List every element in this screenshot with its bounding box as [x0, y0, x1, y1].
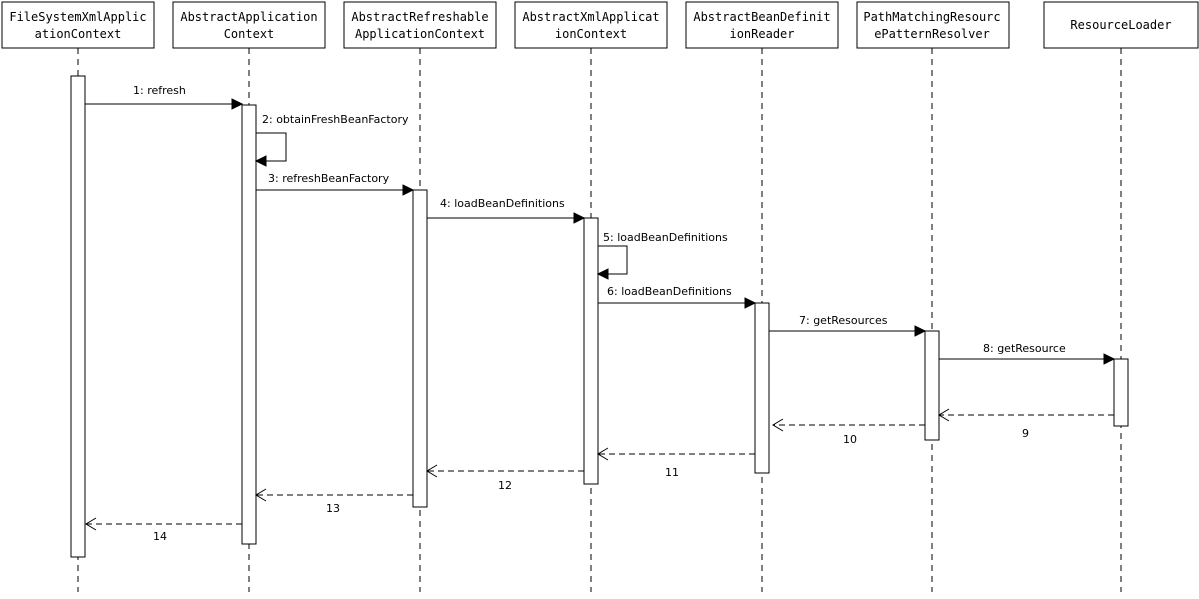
lifeline-abdr: AbstractBeanDefinit ionReader	[685, 1, 839, 592]
message-label: 3: refreshBeanFactory	[268, 172, 390, 185]
open-arrowhead	[255, 488, 267, 502]
arrowhead	[254, 155, 267, 167]
arrowhead	[573, 212, 586, 224]
open-arrowhead	[938, 408, 950, 422]
participant-title-line: AbstractXmlApplicat	[522, 10, 659, 24]
message-label: 13	[326, 502, 340, 515]
message-label: 4: loadBeanDefinitions	[440, 197, 565, 210]
self-call-line	[598, 245, 628, 275]
message-m7: 7: getResources	[769, 314, 927, 337]
activation-bar-axac	[583, 217, 599, 485]
message-m1: 1: refresh	[85, 84, 244, 110]
message-m8: 8: getResource	[939, 342, 1116, 365]
arrowhead	[402, 184, 415, 196]
message-label: 11	[665, 466, 679, 479]
participant-box	[856, 1, 1010, 49]
open-arrowhead	[772, 418, 784, 432]
arrowhead	[744, 297, 757, 309]
activation-bar-fsxac	[70, 75, 86, 558]
message-m2: 2: obtainFreshBeanFactory	[254, 113, 409, 167]
participant-title-line: AbstractApplication	[180, 10, 317, 24]
message-label: 5: loadBeanDefinitions	[603, 231, 728, 244]
participant-title-line: Context	[224, 27, 275, 41]
self-call-line	[256, 132, 287, 162]
message-m13: 13	[255, 488, 413, 515]
message-m5: 5: loadBeanDefinitions	[596, 231, 728, 280]
message-label: 14	[153, 530, 167, 543]
participant-title-line: FileSystemXmlApplic	[9, 10, 146, 24]
participant-box	[514, 1, 668, 49]
participant-title-line: ApplicationContext	[355, 27, 485, 41]
activation-bar-rl	[1113, 358, 1129, 427]
participant-title-line: AbstractRefreshable	[351, 10, 488, 24]
activation-bar-pmrpr	[924, 330, 940, 441]
lifeline-axac: AbstractXmlApplicat ionContext	[514, 1, 668, 592]
participant-title-line: ationContext	[35, 27, 122, 41]
message-label: 2: obtainFreshBeanFactory	[262, 113, 409, 126]
participant-box	[1043, 1, 1199, 49]
arrowhead	[596, 268, 609, 280]
lifeline-pmrpr: PathMatchingResourc ePatternResolver	[856, 1, 1010, 592]
open-arrowhead	[85, 517, 97, 531]
message-label: 1: refresh	[133, 84, 186, 97]
open-arrowhead	[597, 447, 609, 461]
message-m9: 9	[938, 408, 1114, 440]
participant-title-line: PathMatchingResourc	[863, 10, 1000, 24]
participant-title-line: AbstractBeanDefinit	[693, 10, 830, 24]
open-arrowhead	[426, 464, 438, 478]
participant-box	[172, 1, 326, 49]
message-label: 7: getResources	[799, 314, 888, 327]
activation-bar-arac	[412, 189, 428, 508]
message-label: 8: getResource	[983, 342, 1066, 355]
message-label: 6: loadBeanDefinitions	[607, 285, 732, 298]
participant-title-line: ionContext	[555, 27, 627, 41]
participant-title-line: ResourceLoader	[1070, 18, 1171, 32]
activation-bar-abdr	[754, 302, 770, 474]
participant-title-line: ionReader	[729, 27, 794, 41]
message-m11: 11	[597, 447, 755, 479]
arrowhead	[1103, 353, 1116, 365]
message-m4: 4: loadBeanDefinitions	[427, 197, 586, 224]
lifeline-rl: ResourceLoader	[1043, 1, 1199, 592]
activation-bars	[70, 75, 1129, 558]
message-m10: 10	[772, 418, 925, 446]
arrowhead	[231, 98, 244, 110]
message-m6: 6: loadBeanDefinitions	[598, 285, 757, 309]
message-label: 9	[1022, 427, 1029, 440]
lifeline-fsxac: FileSystemXmlApplic ationContext	[1, 1, 155, 592]
message-m14: 14	[85, 517, 242, 543]
participant-box	[685, 1, 839, 49]
messages: 1: refresh 2: obtainFreshBeanFactory 3: re…	[85, 84, 1116, 543]
message-label: 12	[498, 479, 512, 492]
message-label: 10	[843, 433, 857, 446]
message-m12: 12	[426, 464, 584, 492]
participant-box	[1, 1, 155, 49]
activation-bar-aac	[241, 104, 257, 545]
arrowhead	[914, 325, 927, 337]
message-m3: 3: refreshBeanFactory	[256, 172, 415, 196]
participant-box	[343, 1, 497, 49]
participant-title-line: ePatternResolver	[874, 27, 990, 41]
